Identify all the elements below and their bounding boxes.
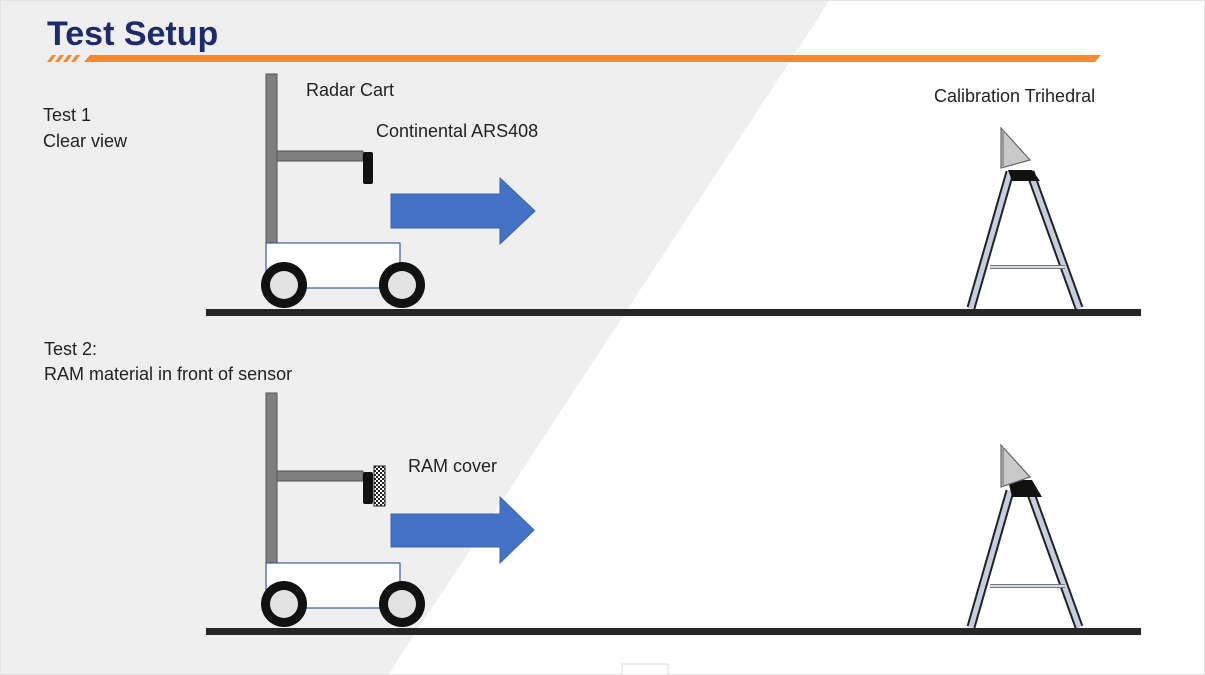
slide-title: Test Setup	[47, 15, 219, 53]
slide-footer-tab	[621, 663, 669, 675]
ground-line	[206, 628, 1141, 635]
accent-main-bar	[84, 55, 1101, 62]
cart-wheel-left-hub	[270, 271, 298, 299]
test1-subtitle: Clear view	[43, 131, 128, 151]
accent-stripe-2	[55, 55, 64, 62]
test1-title: Test 1	[43, 105, 92, 125]
cart-arm	[276, 150, 364, 162]
stand-leg-left-inner	[968, 171, 1013, 309]
accent-stripe-4	[71, 55, 80, 62]
test2-scene	[206, 392, 1141, 635]
ground-line	[206, 309, 1141, 316]
cart-arm	[276, 470, 364, 482]
ram-cover	[373, 465, 386, 507]
stand-leg-right-inner	[1027, 490, 1082, 628]
cart-wheel-right-hub	[388, 271, 416, 299]
radar-sensor	[363, 152, 373, 184]
cart-pole	[265, 392, 278, 566]
radar-cart	[261, 73, 425, 308]
radar-cart	[261, 392, 425, 627]
stand-leg-left-inner	[968, 490, 1013, 628]
sensor-label: Continental ARS408	[376, 121, 539, 141]
accent-stripe-1	[47, 55, 56, 62]
ram-cover-label: RAM cover	[408, 456, 498, 476]
cart-wheel-left-hub	[270, 590, 298, 618]
test1-scene	[206, 73, 1141, 316]
radar-sensor	[363, 472, 373, 504]
stand-top-cap	[1008, 480, 1042, 497]
propagation-arrow	[390, 495, 535, 565]
calibration-trihedral	[966, 443, 1084, 629]
radar-cart-label: Radar Cart	[306, 80, 395, 100]
cart-wheel-right-hub	[388, 590, 416, 618]
propagation-arrow	[390, 176, 536, 246]
calibration-trihedral	[966, 126, 1084, 310]
gray-diagonal-band	[0, 0, 830, 675]
test2-title: Test 2:	[44, 339, 98, 359]
test2-subtitle: RAM material in front of sensor	[44, 364, 293, 384]
stand-leg-right-inner	[1027, 171, 1082, 309]
trihedral-label: Calibration Trihedral	[934, 86, 1096, 106]
stand-top-cap	[1008, 170, 1040, 181]
accent-stripe-3	[63, 55, 72, 62]
cart-pole	[265, 73, 278, 245]
trihedral-reflector	[1000, 126, 1032, 169]
trihedral-reflector	[1000, 443, 1032, 488]
